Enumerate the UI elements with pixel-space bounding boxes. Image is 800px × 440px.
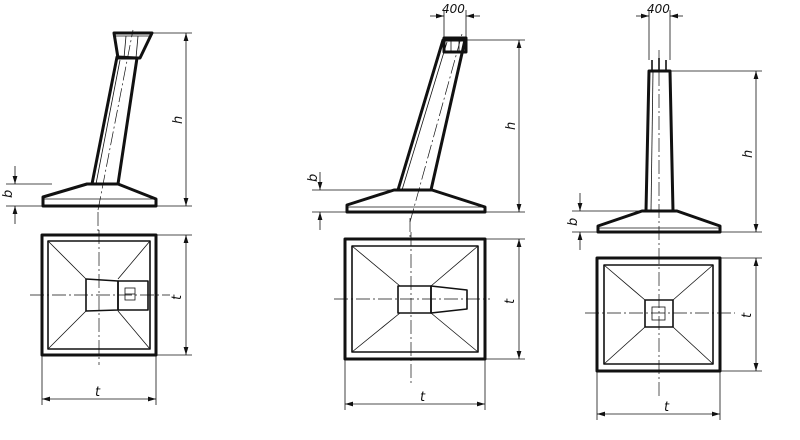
foundation-2: 400 h b t <box>306 2 525 410</box>
dim-t-horiz-label-2: t <box>420 390 426 405</box>
foundation-2-elevation: 400 h b <box>306 2 525 240</box>
foundation-3: 400 h b t <box>566 2 762 420</box>
dim-b-label-2: b <box>306 174 321 182</box>
dim-h-label-2: h <box>504 122 519 130</box>
dim-400-label-2: 400 <box>442 2 465 16</box>
dim-t-vert-label-2: t <box>503 298 518 304</box>
dim-h-label-3: h <box>741 150 756 158</box>
foundation-1-elevation: h b <box>1 29 192 235</box>
dim-b-label-3: b <box>566 218 581 226</box>
dim-b-label-1: b <box>1 190 16 198</box>
dim-t-vert-label-3: t <box>740 312 755 318</box>
foundation-1: h b t <box>1 29 192 405</box>
foundation-3-elevation: 400 h b <box>566 2 762 250</box>
foundation-2-plan: t t <box>334 232 525 410</box>
dim-t-horiz-label-1: t <box>95 385 101 400</box>
dim-t-vert-label-1: t <box>170 294 185 300</box>
dim-h-label-1: h <box>171 116 186 124</box>
foundation-1-plan: t t <box>30 230 192 405</box>
dim-t-horiz-label-3: t <box>664 400 670 415</box>
foundation-3-plan: t t <box>585 250 762 420</box>
dim-400-label-3: 400 <box>647 2 670 16</box>
